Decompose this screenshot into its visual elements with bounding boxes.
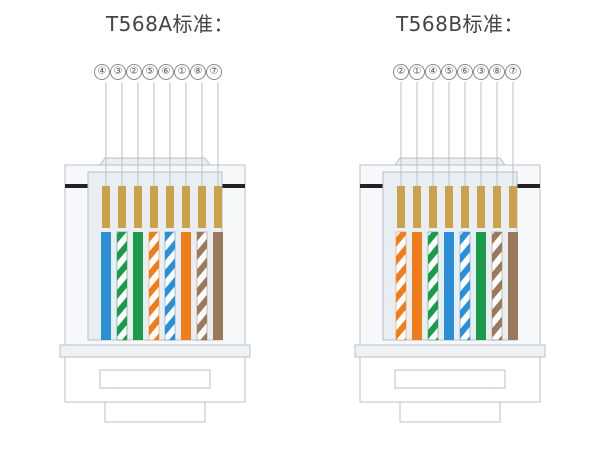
gold-contact bbox=[198, 186, 206, 228]
gold-contact bbox=[182, 186, 190, 228]
pin-label: ⑥ bbox=[457, 64, 473, 80]
boot-tail bbox=[399, 401, 501, 423]
plug-top-cap bbox=[394, 157, 506, 166]
pin-label: ⑤ bbox=[441, 64, 457, 80]
wire bbox=[395, 231, 407, 341]
wire bbox=[476, 232, 486, 340]
gold-contact bbox=[214, 186, 222, 228]
pin-label: ① bbox=[174, 64, 190, 80]
t568b-plug bbox=[354, 82, 546, 423]
pin-label: ① bbox=[409, 64, 425, 80]
wire bbox=[101, 232, 111, 340]
wire bbox=[444, 232, 454, 340]
wire bbox=[459, 231, 471, 341]
pin-label: ⑧ bbox=[190, 64, 206, 80]
gold-contact bbox=[445, 186, 453, 228]
gold-contact bbox=[166, 186, 174, 228]
t568a-title: T568A标准： bbox=[105, 12, 235, 36]
t568b-title: T568B标准： bbox=[395, 12, 525, 36]
pin-label: ③ bbox=[110, 64, 126, 80]
gold-contact bbox=[413, 186, 421, 228]
gold-contact bbox=[509, 186, 517, 228]
wire bbox=[196, 231, 208, 341]
gold-contact bbox=[461, 186, 469, 228]
gold-contact bbox=[118, 186, 126, 228]
pin-label: ⑦ bbox=[206, 64, 222, 80]
wire bbox=[491, 231, 503, 341]
boot-collar bbox=[59, 344, 251, 358]
pin-label: ④ bbox=[425, 64, 441, 80]
gold-contact bbox=[477, 186, 485, 228]
pin-label: ② bbox=[126, 64, 142, 80]
wire bbox=[164, 231, 176, 341]
pin-label: ⑤ bbox=[142, 64, 158, 80]
t568b-pin-labels: ② ① ④ ⑤ ⑥ ③ ⑧ ⑦ bbox=[377, 64, 537, 82]
pin-label: ⑦ bbox=[505, 64, 521, 80]
gold-contact bbox=[493, 186, 501, 228]
gold-contact bbox=[429, 186, 437, 228]
boot-window bbox=[99, 369, 211, 389]
wire bbox=[213, 232, 223, 340]
boot-window bbox=[394, 369, 506, 389]
wire bbox=[427, 231, 439, 341]
pin-label: ⑥ bbox=[158, 64, 174, 80]
wire bbox=[148, 231, 160, 341]
wire bbox=[508, 232, 518, 340]
gold-contact bbox=[134, 186, 142, 228]
t568a-pin-labels: ④ ③ ② ⑤ ⑥ ① ⑧ ⑦ bbox=[78, 64, 238, 82]
wire bbox=[116, 231, 128, 341]
plug-top-cap bbox=[99, 157, 211, 166]
wire bbox=[181, 232, 191, 340]
pin-label: ⑧ bbox=[489, 64, 505, 80]
t568a-plug bbox=[59, 82, 251, 423]
wire bbox=[412, 232, 422, 340]
gold-contact bbox=[397, 186, 405, 228]
wire bbox=[133, 232, 143, 340]
pin-label: ④ bbox=[94, 64, 110, 80]
pin-label: ② bbox=[393, 64, 409, 80]
boot-tail bbox=[104, 401, 206, 423]
pin-label: ③ bbox=[473, 64, 489, 80]
boot-collar bbox=[354, 344, 546, 358]
gold-contact bbox=[150, 186, 158, 228]
gold-contact bbox=[102, 186, 110, 228]
